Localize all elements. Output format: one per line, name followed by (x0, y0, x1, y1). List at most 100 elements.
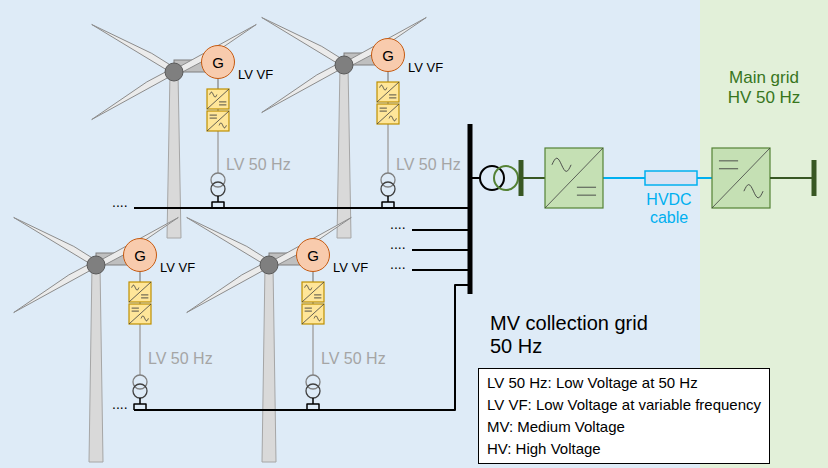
turbine-converter (129, 282, 151, 302)
dc-symbol (219, 101, 226, 102)
converter-diagonal (712, 148, 770, 208)
lv-wire (217, 79, 218, 89)
converter-diagonal (129, 282, 151, 302)
tower (167, 72, 181, 238)
dc-symbol (389, 97, 396, 98)
converter-diagonal (377, 82, 399, 102)
lv-wire (217, 131, 219, 173)
voltage-label: LV 50 Hz (226, 156, 291, 174)
dc-symbol (314, 294, 321, 295)
tower (337, 65, 351, 238)
dc-symbol (389, 94, 396, 95)
mv-grid (134, 124, 470, 410)
dc-symbol (314, 297, 321, 298)
feeder-line (134, 285, 470, 410)
generator-label: G (307, 247, 319, 264)
generator-circle: G (296, 238, 330, 272)
legend-box: LV 50 Hz: Low Voltage at 50 HzLV VF: Low… (478, 368, 770, 464)
ac-symbol (141, 316, 148, 321)
converter-diagonal (377, 104, 399, 124)
generator-circle: G (123, 238, 157, 272)
hub (87, 256, 105, 274)
dc-symbol (210, 118, 217, 119)
turbines (14, 18, 427, 463)
dc-symbol (210, 115, 217, 116)
continuation-dots: .... (112, 194, 128, 210)
legend-text: MV: Medium Voltage (487, 416, 761, 438)
ac-symbol (389, 116, 396, 121)
turbine-converter (207, 111, 229, 131)
wind-turbine (14, 218, 179, 463)
export-system (470, 148, 814, 208)
turbine-converter (207, 89, 229, 109)
mv-busbar (468, 124, 473, 294)
mv-wire (387, 196, 389, 202)
cable-label: HVDC cable (638, 191, 700, 228)
continuation-dots: .... (112, 396, 128, 412)
blade (187, 262, 270, 313)
voltage-label: LV VF (238, 68, 273, 83)
dc-symbol (380, 108, 387, 109)
voltage-label: LV VF (160, 261, 195, 276)
ac-symbol (552, 158, 571, 171)
blade (14, 262, 97, 313)
grid-busbar (812, 160, 817, 196)
ac-symbol (380, 85, 387, 90)
dc-symbol (141, 294, 148, 295)
lv-wire (312, 272, 313, 282)
feeder-line (412, 229, 470, 231)
turbine-converter (302, 282, 324, 302)
converter-diagonal (302, 282, 324, 302)
region-label: Main grid HV 50 Hz (718, 68, 810, 107)
turbine-converter (302, 304, 324, 324)
blade (14, 218, 98, 267)
generator-circle: G (201, 45, 235, 79)
transformer-winding (494, 166, 518, 190)
ac-symbol (305, 285, 312, 290)
turbine-converter (377, 104, 399, 124)
hub (260, 256, 278, 274)
ac-symbol (132, 285, 139, 290)
dc-symbol (719, 160, 738, 161)
legend-text: HV: High Voltage (487, 438, 761, 460)
wind-turbine (187, 218, 352, 463)
hvdc-converter (712, 148, 770, 208)
voltage-label: LV VF (408, 61, 443, 76)
continuation-dots: .... (390, 256, 406, 272)
voltage-label: LV VF (333, 261, 368, 276)
hv-wire (770, 177, 814, 179)
ac-symbol (219, 123, 226, 128)
voltage-label: LV 50 Hz (148, 350, 213, 368)
transformer-winding (480, 166, 504, 190)
dc-symbol (577, 187, 596, 188)
voltage-label: LV 50 Hz (321, 350, 386, 368)
converter-diagonal (302, 304, 324, 324)
continuation-dots: .... (390, 236, 406, 252)
transformer-winding (133, 384, 147, 398)
dc-symbol (577, 195, 596, 196)
turbine-converter (129, 304, 151, 324)
hub (335, 56, 353, 74)
feeder-line (412, 249, 470, 251)
tower (262, 265, 276, 462)
lv-wire (387, 124, 389, 173)
dc-symbol (132, 308, 139, 309)
lv-wire (312, 324, 314, 375)
hvdc-converter (545, 148, 603, 208)
dc-symbol (719, 168, 738, 169)
transformer-winding (211, 182, 225, 196)
ac-symbol (314, 316, 321, 321)
mv-wire (139, 398, 141, 404)
feeder-line (134, 207, 470, 209)
tower (89, 265, 103, 462)
dc-symbol (380, 111, 387, 112)
blade (92, 25, 176, 74)
dc-symbol (141, 297, 148, 298)
generator-label: G (134, 247, 146, 264)
transformer-winding (306, 384, 320, 398)
transformer-winding (381, 182, 395, 196)
lv-wire (139, 324, 141, 375)
converter-diagonal (207, 111, 229, 131)
